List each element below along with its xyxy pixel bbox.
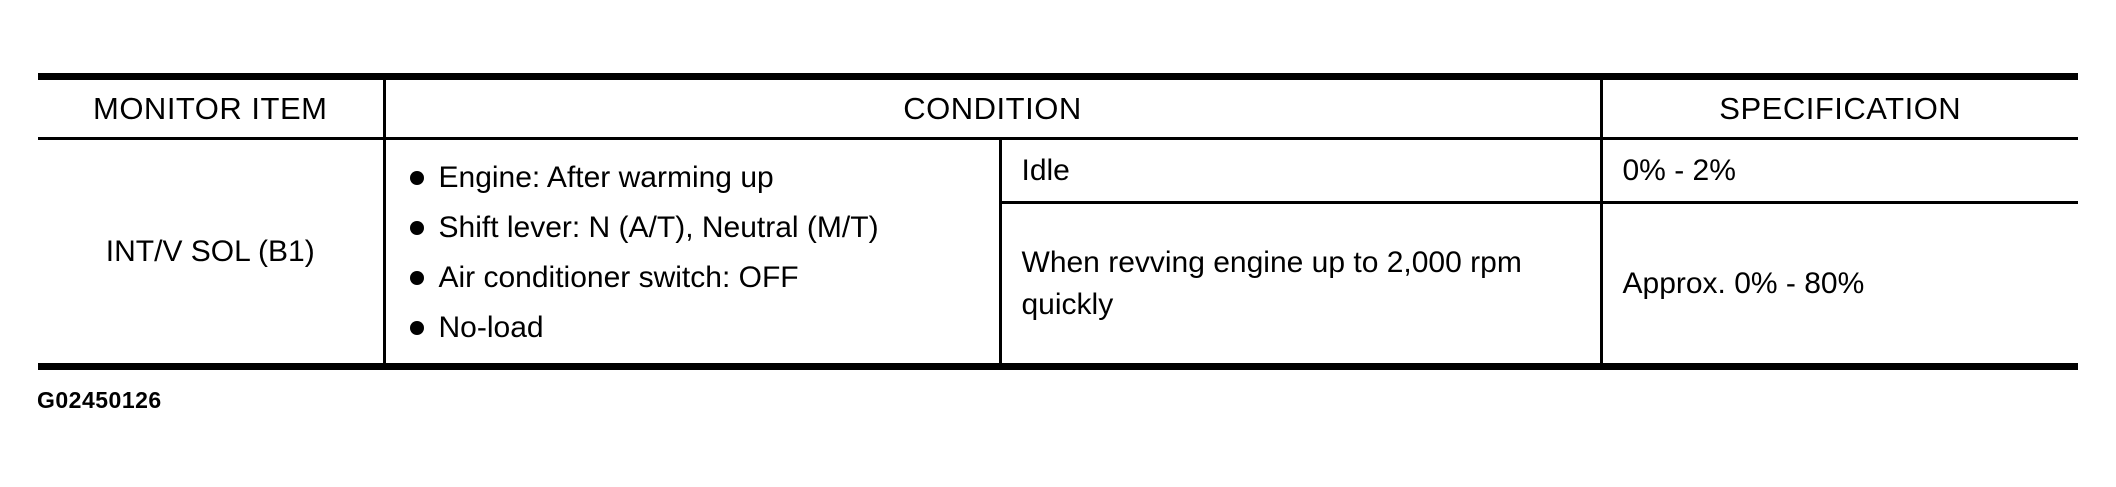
condition-item-label: No-load (438, 310, 544, 344)
condition-item: Air conditioner switch: OFF (409, 253, 989, 303)
condition-item-label: Shift lever: N (A/T), Neutral (M/T) (438, 210, 879, 244)
header-monitor-item: MONITOR ITEM (38, 76, 386, 140)
conditions-cell: Engine: After warming up Shift lever: N … (384, 138, 1002, 368)
table-header-row: MONITOR ITEM CONDITION SPECIFICATION (38, 76, 2078, 140)
condition-item: Engine: After warming up (409, 153, 989, 203)
specification-cell: Approx. 0% - 80% (1622, 266, 1865, 300)
bullet-icon (409, 170, 424, 185)
header-specification: SPECIFICATION (1601, 76, 2078, 140)
condition-item-label: Air conditioner switch: OFF (438, 260, 799, 294)
header-condition: CONDITION (384, 76, 1603, 140)
figure-id: G02450126 (37, 387, 162, 413)
table-row: When revving engine up to 2,000 rpm quic… (38, 202, 2078, 367)
bullet-icon (409, 270, 424, 285)
monitor-item-cell: INT/V SOL (B1) (38, 138, 386, 368)
bullet-icon (409, 220, 424, 235)
sub-condition-cell: Idle (1000, 138, 1603, 204)
condition-item: No-load (409, 303, 989, 353)
condition-item: Shift lever: N (A/T), Neutral (M/T) (409, 203, 989, 253)
condition-item-label: Engine: After warming up (438, 160, 774, 194)
specification-cell: 0% - 2% (1601, 138, 2078, 204)
sub-condition-cell: When revving engine up to 2,000 rpm quic… (1000, 202, 1603, 367)
monitor-spec-table: MONITOR ITEM CONDITION SPECIFICATION INT… (38, 73, 2078, 370)
bullet-icon (409, 320, 424, 335)
table-row: INT/V SOL (B1) Engine: After warming up … (38, 138, 2078, 368)
